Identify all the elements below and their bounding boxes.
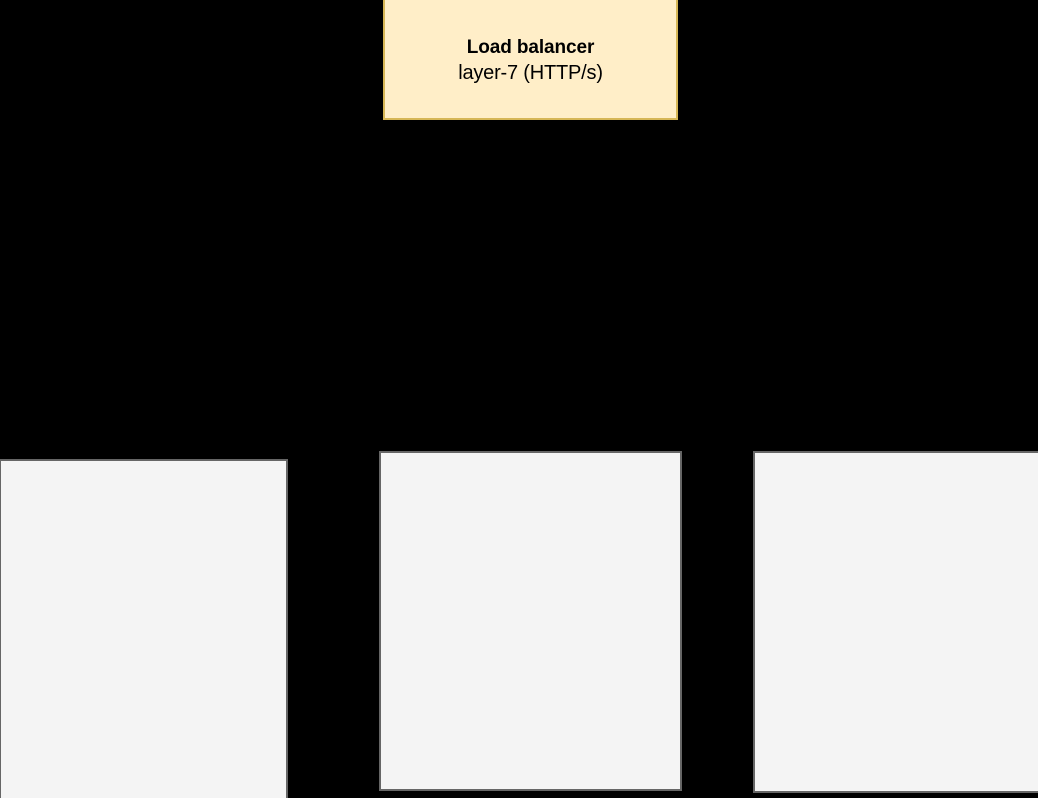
load-balancer-subtitle: layer-7 (HTTP/s) [458, 62, 603, 84]
control-plane-node-2[interactable]: Control plane node [379, 451, 682, 791]
control-plane-node-1[interactable]: Control plane node [0, 459, 288, 798]
control-plane-node-3[interactable]: Control plane node [753, 451, 1038, 793]
load-balancer-title: Load balancer [466, 37, 595, 58]
load-balancer-node[interactable]: Load balancer layer-7 (HTTP/s) [383, 0, 678, 120]
